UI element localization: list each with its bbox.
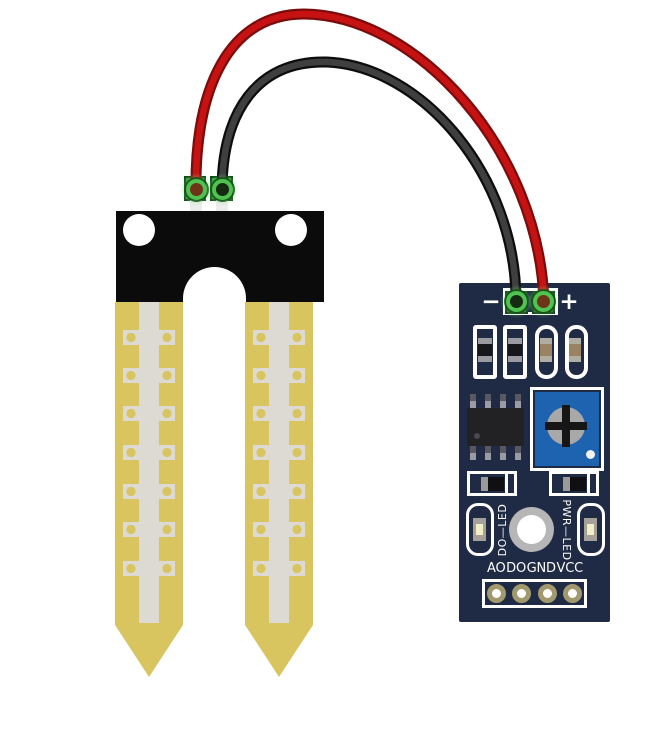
probe-mounting-hole-left xyxy=(123,214,155,246)
prong-pad xyxy=(123,561,139,576)
do-led-chip xyxy=(476,524,483,535)
header-pin-gnd xyxy=(537,584,557,603)
ic-pin xyxy=(470,446,476,460)
prong-stripe xyxy=(269,302,289,623)
prong-pad xyxy=(253,406,269,421)
prong-tip xyxy=(115,625,183,677)
prong-pad xyxy=(159,406,175,421)
ic-pin xyxy=(485,446,491,460)
probe-terminal-ring-left xyxy=(186,179,207,200)
header-pin-vcc xyxy=(562,584,582,603)
prong-pad xyxy=(289,368,305,383)
smd-resistor-4 xyxy=(569,338,581,362)
ic-chip xyxy=(467,408,524,446)
prong-surface xyxy=(245,302,313,625)
pot-index-dot xyxy=(586,450,595,459)
smd-transistor-right xyxy=(570,477,586,491)
pin-labels-row: AO DO GND VCC xyxy=(482,561,588,576)
prong-pad xyxy=(289,484,305,499)
ic-pin xyxy=(485,394,491,408)
ic-pin xyxy=(500,394,506,408)
prong-pad xyxy=(159,368,175,383)
header-pin-ao xyxy=(487,584,506,603)
pin-label-vcc: VCC xyxy=(556,561,584,576)
pin-label-do: DO xyxy=(506,561,526,576)
smd-outline-4 xyxy=(565,325,588,379)
prong-pad xyxy=(253,484,269,499)
pwr-led-label: PWR—LED xyxy=(560,499,573,561)
terminal-minus-label: − xyxy=(481,289,501,315)
prong-pad xyxy=(253,522,269,537)
prong-pad xyxy=(289,561,305,576)
ic-pin xyxy=(500,446,506,460)
probe-mounting-hole-right xyxy=(275,214,307,246)
pin-label-ao: AO xyxy=(487,561,506,576)
module-terminal-ring-plus xyxy=(533,291,554,312)
do-led-outline xyxy=(466,503,494,556)
prong-pad xyxy=(123,484,139,499)
pot-screw-slot-v xyxy=(562,405,570,447)
prong-pad xyxy=(289,445,305,460)
prong-pad xyxy=(253,368,269,383)
smd-outline-5-divider xyxy=(505,474,508,493)
prong-pad xyxy=(159,445,175,460)
prong-pad xyxy=(123,330,139,345)
prong-stripe xyxy=(139,302,159,623)
pwr-led-chip xyxy=(587,524,594,535)
prong-pad xyxy=(159,561,175,576)
probe-terminal-ring-right xyxy=(212,179,233,200)
pin-label-gnd: GND xyxy=(526,561,556,576)
module-terminal-ring-minus xyxy=(506,291,527,312)
ic-pin1-dot xyxy=(474,433,480,439)
terminal-plus-label: + xyxy=(559,289,579,315)
prong-pad xyxy=(123,445,139,460)
smd-outline-6-divider xyxy=(587,474,590,493)
probe-prong-right xyxy=(245,302,313,677)
probe-prong-left xyxy=(115,302,183,677)
smd-outline-3 xyxy=(535,325,558,379)
prong-tip xyxy=(245,625,313,677)
smd-outline-2 xyxy=(503,325,527,379)
smd-resistor-3 xyxy=(540,338,552,362)
smd-outline-1 xyxy=(473,325,497,379)
smd-outline-6 xyxy=(549,471,599,496)
prong-pad xyxy=(289,522,305,537)
prong-pad xyxy=(159,484,175,499)
smd-cap xyxy=(481,477,488,491)
mounting-hole xyxy=(517,515,546,544)
prong-pad xyxy=(289,406,305,421)
prong-pad xyxy=(123,368,139,383)
prong-pad xyxy=(253,330,269,345)
ic-pin xyxy=(470,394,476,408)
smd-resistor-1 xyxy=(478,338,492,362)
header-pin-do xyxy=(512,584,532,603)
prong-surface xyxy=(115,302,183,625)
moisture-sensor-module: − + xyxy=(459,283,610,622)
do-led-label: DO—LED xyxy=(496,503,509,557)
ic-pin xyxy=(515,446,521,460)
pin-header xyxy=(482,579,587,608)
prong-pad xyxy=(123,406,139,421)
prong-pad xyxy=(253,561,269,576)
ic-pin xyxy=(515,394,521,408)
prong-pad xyxy=(289,330,305,345)
prong-pad xyxy=(159,522,175,537)
smd-cap xyxy=(563,477,570,491)
prong-pad xyxy=(253,445,269,460)
smd-outline-5 xyxy=(467,471,517,496)
smd-resistor-2 xyxy=(508,338,522,362)
prong-pad xyxy=(123,522,139,537)
prong-pad xyxy=(159,330,175,345)
pwr-led-outline xyxy=(577,503,605,556)
smd-transistor-left xyxy=(488,477,504,491)
